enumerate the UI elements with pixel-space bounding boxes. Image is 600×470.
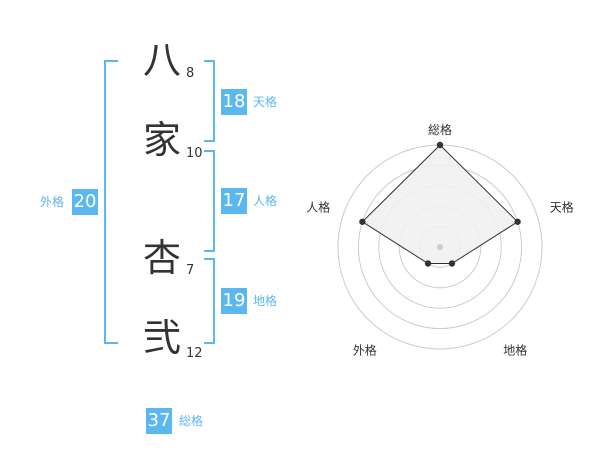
tenkaku-label: 天格 bbox=[253, 95, 278, 109]
radar-point-2 bbox=[448, 260, 456, 267]
gaikaku-value: 20 bbox=[72, 189, 98, 215]
soukaku-value: 37 bbox=[146, 408, 172, 434]
stroke-count-4: 12 bbox=[186, 346, 203, 361]
gaikaku-label: 外格 bbox=[40, 195, 65, 209]
radar-axis-label-4: 人格 bbox=[306, 199, 330, 214]
radar-point-0 bbox=[436, 141, 444, 149]
radar-axis-label-1: 天格 bbox=[550, 199, 574, 214]
tenkaku-value: 18 bbox=[221, 89, 247, 115]
radar-points bbox=[359, 141, 521, 267]
chikaku-bracket bbox=[204, 258, 215, 344]
jinkaku-label: 人格 bbox=[253, 194, 278, 208]
soukaku-label: 総格 bbox=[179, 414, 204, 428]
tenkaku-bracket bbox=[204, 60, 215, 142]
radar-axis-label-3: 外格 bbox=[353, 343, 377, 358]
kanji-3: 杏 bbox=[142, 236, 181, 280]
kanji-4: 弐 bbox=[142, 316, 181, 360]
radar-axis-label-2: 地格 bbox=[503, 343, 527, 358]
chikaku-value: 19 bbox=[221, 288, 247, 314]
jinkaku-bracket bbox=[204, 150, 215, 252]
radar-point-4 bbox=[359, 218, 366, 225]
gaikaku-bracket bbox=[104, 60, 118, 344]
jinkaku-value: 17 bbox=[221, 188, 247, 214]
radar-point-3 bbox=[424, 260, 432, 267]
chikaku-label: 地格 bbox=[253, 294, 278, 308]
kanji-2: 家 bbox=[142, 118, 181, 162]
kanji-1: 八 bbox=[142, 38, 181, 82]
stroke-count-3: 7 bbox=[186, 263, 195, 278]
stroke-count-2: 10 bbox=[186, 146, 203, 161]
radar-axis-label-0: 総格 bbox=[428, 122, 452, 137]
radar-center-dot bbox=[437, 244, 443, 250]
stroke-count-1: 8 bbox=[186, 66, 195, 81]
radar-point-1 bbox=[514, 218, 521, 225]
radar-area bbox=[361, 144, 519, 265]
